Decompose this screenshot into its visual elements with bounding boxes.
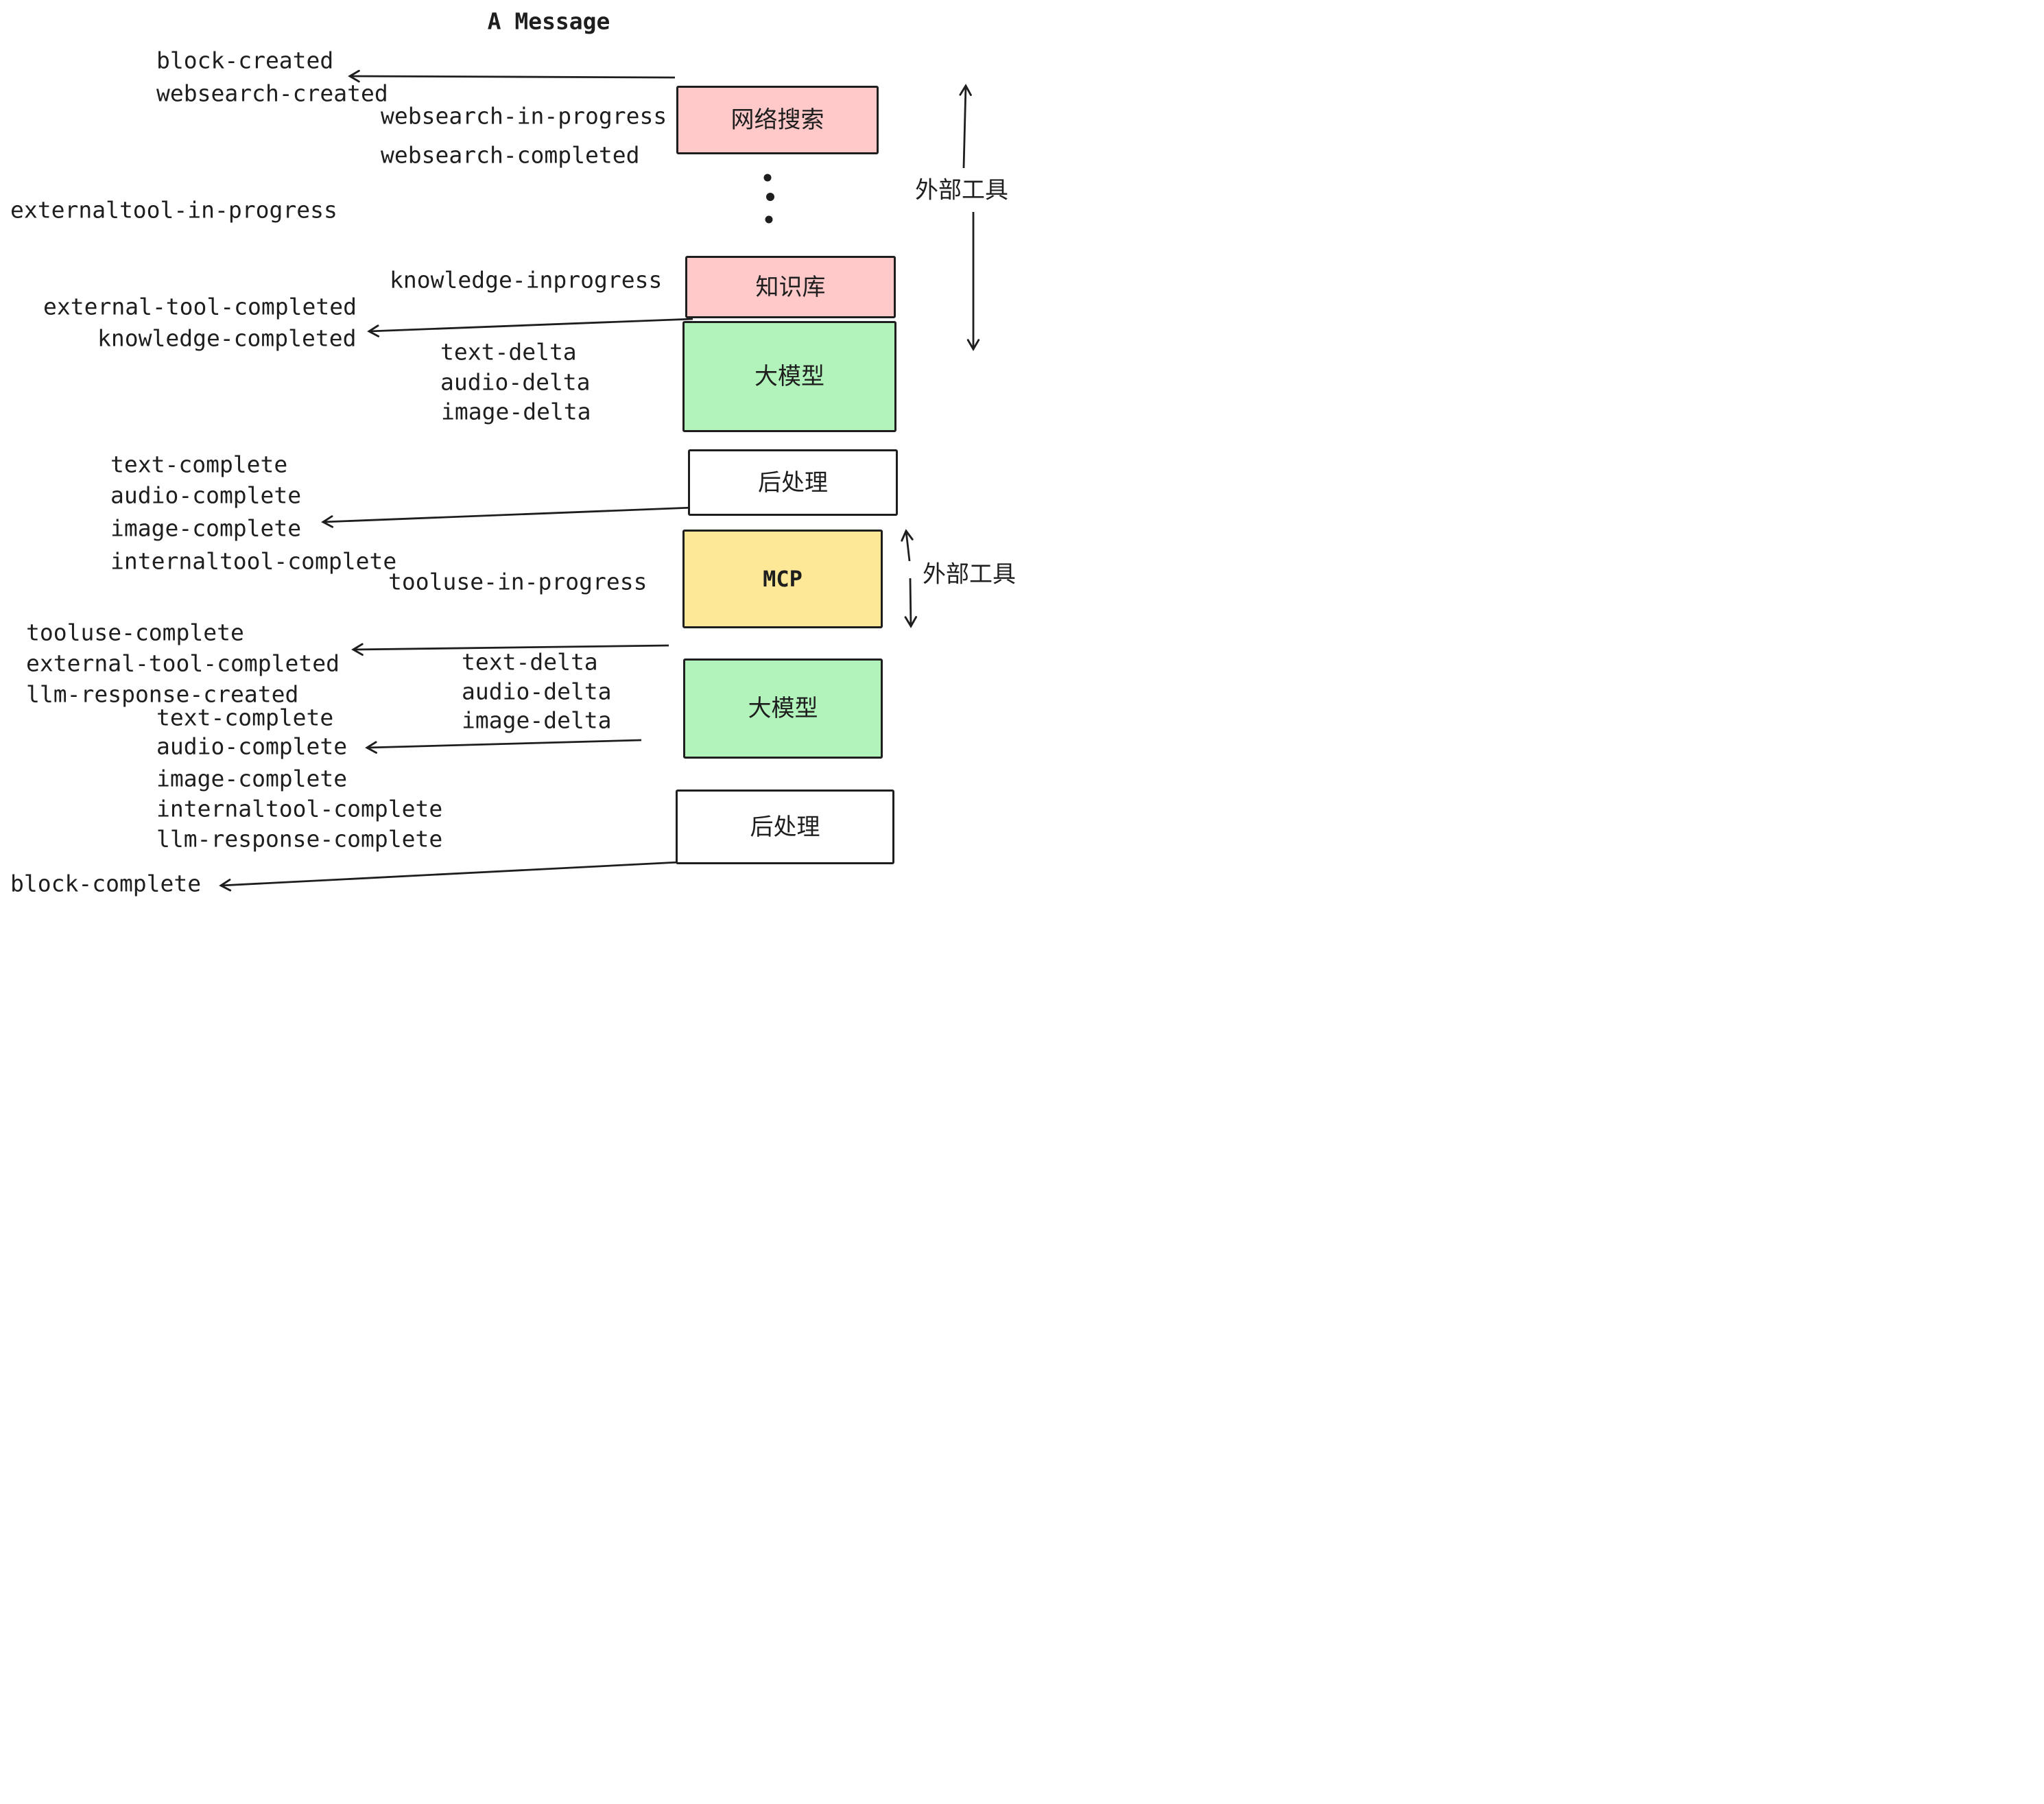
external-tools-up-arrow xyxy=(959,84,972,169)
event-external-tool-completed-2: external-tool-completed xyxy=(26,650,340,677)
arrow-knowledge-completed xyxy=(367,318,693,337)
event-image-complete: image-complete xyxy=(110,514,302,542)
external-tools-label: 外部工具 xyxy=(915,176,1008,204)
event-audio-complete-2: audio-complete xyxy=(156,733,348,760)
event-websearch-created: websearch-created xyxy=(156,80,388,107)
arrow-image-complete xyxy=(321,506,693,528)
event-tooluse-complete: tooluse-complete xyxy=(26,619,244,646)
event-audio-complete: audio-complete xyxy=(110,482,302,509)
llm-box-1: 大模型 xyxy=(682,321,896,432)
arrow-audio-complete xyxy=(365,739,642,754)
event-llm-response-created: llm-response-created xyxy=(26,680,299,708)
event-external-tool-completed: external-tool-completed xyxy=(43,293,357,320)
event-text-complete: text-complete xyxy=(110,451,288,478)
event-image-delta-2: image-delta xyxy=(462,707,612,734)
sequence-diagram: A Message 网络搜索 知识库 大模型 后处理 MCP 大模型 后处理 外… xyxy=(0,0,1022,902)
event-llm-response-complete: llm-response-complete xyxy=(156,825,443,853)
diagram-title: A Message xyxy=(487,8,610,35)
external-tools2-down-arrow xyxy=(904,578,918,628)
event-internaltool-complete: internaltool-complete xyxy=(110,547,397,575)
mcp-box: MCP xyxy=(682,530,883,628)
mcp-box-label: MCP xyxy=(763,566,803,592)
event-block-complete: block-complete xyxy=(10,870,202,897)
event-knowledge-inprogress: knowledge-inprogress xyxy=(390,266,663,294)
event-text-delta: text-delta xyxy=(440,338,577,366)
event-image-complete-2: image-complete xyxy=(156,765,348,792)
external-tools-label-2: 外部工具 xyxy=(923,560,1016,589)
external-tools2-up-arrow xyxy=(901,529,914,562)
event-audio-delta: audio-delta xyxy=(440,368,591,396)
arrow-block-complete xyxy=(219,860,693,892)
llm-box-2: 大模型 xyxy=(683,658,883,759)
postprocess-box-2: 后处理 xyxy=(676,790,894,864)
event-websearch-in-progress: websearch-in-progress xyxy=(381,102,667,130)
postprocess-box-2-label: 后处理 xyxy=(750,813,820,841)
ellipsis-dots xyxy=(763,174,774,224)
event-internaltool-complete-2: internaltool-complete xyxy=(156,795,443,822)
event-knowledge-completed: knowledge-completed xyxy=(97,324,357,352)
websearch-box-label: 网络搜索 xyxy=(730,106,824,134)
event-block-created: block-created xyxy=(156,47,334,74)
llm-box-2-label: 大模型 xyxy=(748,695,818,722)
websearch-box: 网络搜索 xyxy=(676,86,879,154)
event-image-delta: image-delta xyxy=(441,398,591,425)
event-externaltool-in-progress: externaltool-in-progress xyxy=(10,196,337,224)
event-text-delta-2: text-delta xyxy=(462,648,598,676)
postprocess-box-1: 后处理 xyxy=(688,449,898,516)
event-audio-delta-2: audio-delta xyxy=(462,678,612,705)
event-websearch-completed: websearch-completed xyxy=(381,141,640,169)
arrow-block-created xyxy=(348,69,676,83)
event-text-complete-2: text-complete xyxy=(156,704,334,731)
llm-box-1-label: 大模型 xyxy=(754,363,824,390)
knowledge-box: 知识库 xyxy=(685,256,896,318)
postprocess-box-1-label: 后处理 xyxy=(758,468,828,497)
event-tooluse-in-progress: tooluse-in-progress xyxy=(388,568,647,595)
knowledge-box-label: 知识库 xyxy=(755,273,826,301)
